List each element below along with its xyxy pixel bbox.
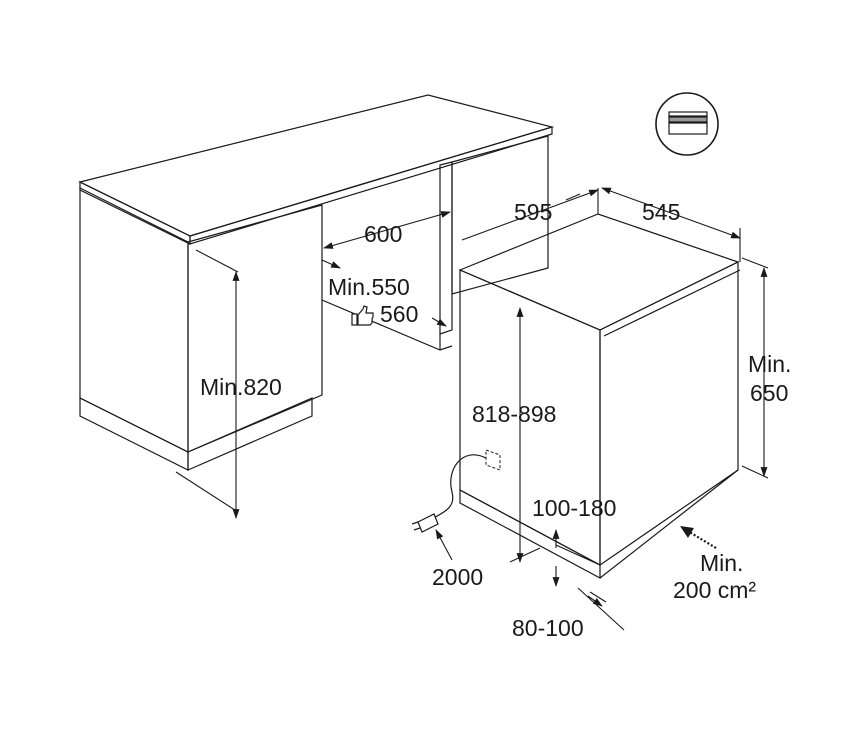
thumbs-up-icon — [351, 305, 374, 326]
plug-pin — [411, 521, 419, 525]
dim-plinth-depth — [577, 587, 625, 631]
label-width-595: 595 — [514, 199, 552, 225]
cable-line — [429, 454, 487, 521]
countertop-top — [78, 94, 555, 237]
dim-width-595 — [461, 188, 599, 241]
dim-depth-545 — [601, 187, 741, 262]
appliance-plinth-front — [599, 469, 739, 579]
label-clearance-min: Min. — [748, 351, 791, 377]
cable-leader — [435, 529, 453, 561]
left-cabinet-plinth — [79, 397, 189, 471]
plinth-setback-line — [555, 544, 601, 566]
label-vent-min: Min. — [700, 550, 743, 576]
appliance-front — [599, 261, 739, 567]
label-depth-545: 545 — [642, 199, 680, 225]
right-cabinet-edge — [439, 161, 453, 335]
appliance — [458, 213, 741, 580]
dim-appliance-height — [509, 307, 541, 563]
label-plinth-height: 100-180 — [532, 495, 616, 521]
label-niche-width-600: 600 — [364, 221, 402, 247]
left-cabinet-plinth-side — [187, 397, 313, 471]
vent-arrow-icon — [680, 526, 717, 549]
left-cabinet-side — [187, 204, 323, 453]
socket-outline — [485, 449, 501, 471]
countertop-side-edge — [79, 181, 191, 245]
label-clearance-650: 650 — [750, 380, 788, 406]
plug-pin-2 — [413, 527, 421, 531]
plug-icon — [417, 513, 439, 533]
appliance-top — [458, 213, 740, 331]
label-appliance-height: 818-898 — [472, 401, 556, 427]
dim-clearance-650 — [741, 257, 769, 479]
label-niche-height-min: Min.820 — [200, 374, 282, 400]
countertop-cabinet — [78, 94, 555, 471]
label-niche-depth-min: Min.550 — [328, 274, 410, 300]
dim-niche-width-600 — [323, 211, 451, 249]
dim-niche-height — [175, 249, 240, 519]
label-cable-length: 2000 — [432, 564, 483, 590]
label-plinth-depth: 80-100 — [512, 615, 584, 641]
appliance-door-edge — [603, 269, 741, 337]
built-under-icon — [655, 92, 719, 156]
label-vent-area: 200 cm² — [673, 577, 756, 603]
label-niche-depth-recommended: 560 — [380, 301, 418, 327]
dim-niche-depth — [321, 259, 447, 327]
power-cable — [411, 449, 501, 561]
